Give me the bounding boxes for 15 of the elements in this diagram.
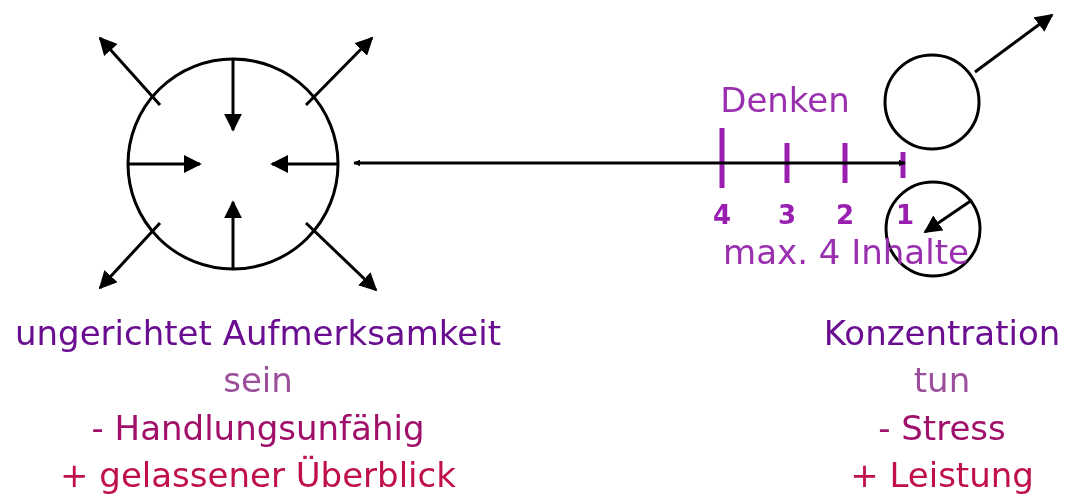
tick-number: 1 <box>895 202 915 228</box>
mode-label: tun <box>913 363 971 397</box>
plus-label: + Leistung <box>850 458 1034 492</box>
small-circle <box>883 53 981 151</box>
tick-number: 3 <box>777 202 797 228</box>
heading-label: ungerichtet Aufmerksamkeit <box>15 316 501 350</box>
mode-label: sein <box>223 363 293 397</box>
minus-label: - Handlungsunfähig <box>91 411 425 445</box>
tick-number: 4 <box>712 202 732 228</box>
thought-label: Denken <box>720 83 850 117</box>
minus-label: - Stress <box>878 411 1006 445</box>
tick-number: 2 <box>835 202 855 228</box>
double-arrow <box>353 159 906 167</box>
large-circle <box>126 57 340 271</box>
heading-label: Konzentration <box>823 316 1061 350</box>
